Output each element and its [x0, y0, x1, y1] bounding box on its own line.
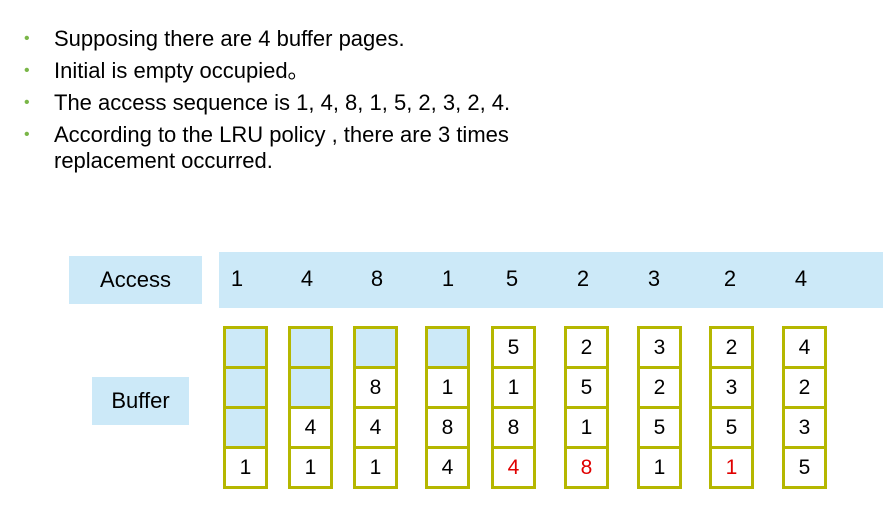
- access-value: 2: [723, 266, 737, 291]
- buffer-cell-empty: [428, 329, 467, 369]
- access-value: 4: [300, 266, 314, 291]
- buffer-cell: 3: [712, 369, 751, 409]
- bullet-dot-icon: •: [24, 30, 30, 47]
- buffer-cell: 4: [785, 329, 824, 369]
- buffer-cell: 5: [567, 369, 606, 409]
- buffer-cell: 1: [226, 449, 265, 486]
- access-value: 8: [370, 266, 384, 291]
- bullet-item: •Supposing there are 4 buffer pages.: [24, 26, 405, 51]
- buffer-cell: 3: [785, 409, 824, 449]
- buffer-cell: 2: [785, 369, 824, 409]
- buffer-cell-empty: [356, 329, 395, 369]
- bullet-dot-icon: •: [24, 126, 30, 143]
- buffer-cell: 4: [428, 449, 467, 486]
- buffer-column: 1: [223, 326, 268, 489]
- buffer-cell: 4: [291, 409, 330, 449]
- buffer-cell-empty: [226, 409, 265, 449]
- buffer-cell-empty: [226, 369, 265, 409]
- buffer-cell: 4: [356, 409, 395, 449]
- buffer-label: Buffer: [92, 377, 189, 425]
- access-value: 4: [794, 266, 808, 291]
- access-sequence-strip: 1 4 8 1 5 2 3 2 4: [219, 252, 883, 308]
- buffer-cell-empty: [291, 329, 330, 369]
- buffer-cell: 1: [291, 449, 330, 486]
- bullet-list: •Supposing there are 4 buffer pages. •In…: [24, 26, 574, 180]
- buffer-cell: 1: [428, 369, 467, 409]
- access-label: Access: [69, 256, 202, 304]
- buffer-cell: 8: [428, 409, 467, 449]
- bullet-item: •According to the LRU policy , there are…: [24, 122, 509, 173]
- buffer-cell: 5: [640, 409, 679, 449]
- buffer-cell: 8: [494, 409, 533, 449]
- buffer-cell: 5: [712, 409, 751, 449]
- buffer-cell: 5: [785, 449, 824, 486]
- bullet-dot-icon: •: [24, 62, 30, 79]
- buffer-cell: 1: [712, 449, 751, 486]
- buffer-cell: 5: [494, 329, 533, 369]
- buffer-cell: 1: [567, 409, 606, 449]
- access-value: 3: [647, 266, 661, 291]
- buffer-cell-empty: [291, 369, 330, 409]
- buffer-cell: 8: [567, 449, 606, 486]
- bullet-item: •The access sequence is 1, 4, 8, 1, 5, 2…: [24, 90, 511, 115]
- buffer-cell: 1: [640, 449, 679, 486]
- buffer-cell: 4: [494, 449, 533, 486]
- access-value: 1: [441, 266, 455, 291]
- access-value: 2: [576, 266, 590, 291]
- buffer-cell: 2: [640, 369, 679, 409]
- buffer-cell: 2: [567, 329, 606, 369]
- bullet-dot-icon: •: [24, 94, 30, 111]
- access-sequence-bar: [219, 252, 883, 308]
- buffer-cell: 8: [356, 369, 395, 409]
- buffer-cell: 1: [356, 449, 395, 486]
- buffer-cell: 1: [494, 369, 533, 409]
- buffer-cell: 2: [712, 329, 751, 369]
- bullet-item: •Initial is empty occupied。: [24, 58, 310, 83]
- access-value: 5: [505, 266, 519, 291]
- buffer-cell-empty: [226, 329, 265, 369]
- access-value: 1: [230, 266, 244, 291]
- buffer-cell: 3: [640, 329, 679, 369]
